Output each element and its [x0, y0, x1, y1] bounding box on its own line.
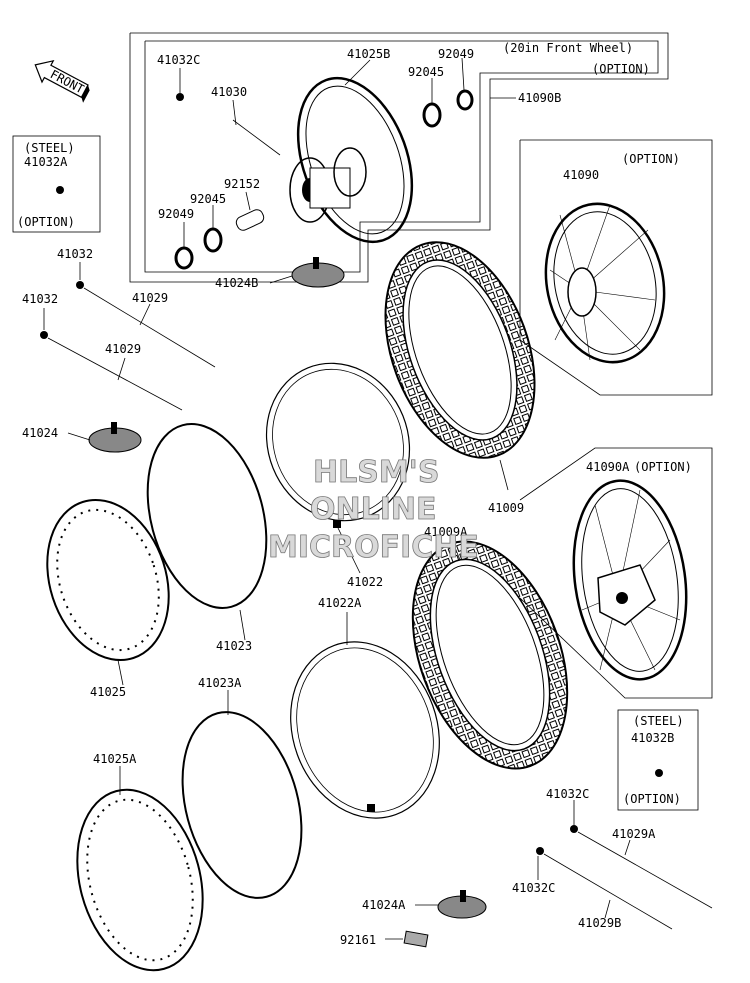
label-41025B: 41025B	[347, 47, 390, 61]
option-box-41090-part: 41090	[563, 168, 599, 182]
rim-band-41023	[146, 423, 268, 609]
tire-41009	[384, 241, 536, 459]
label-41029B: 41029B	[578, 916, 621, 930]
steel-option-box-a	[12, 135, 101, 233]
watermark-line2: ONLINE	[310, 492, 437, 527]
front-arrow-label: FRONT	[48, 67, 86, 96]
bearing-92045-top	[422, 102, 442, 128]
rim-lock-41024B	[291, 257, 345, 288]
steel-box-b-option: (OPTION)	[623, 792, 681, 806]
nipple-41032C-r1	[570, 825, 578, 833]
nipple-41032C	[176, 93, 184, 101]
nipple-41032-a	[76, 281, 84, 289]
label-92045-top: 92045	[408, 65, 444, 79]
label-92049-left: 92049	[158, 207, 194, 221]
label-41029A: 41029A	[612, 827, 656, 841]
label-41032C-top: 41032C	[157, 53, 200, 67]
watermark-line1: HLSM'S	[313, 455, 439, 490]
spoke-41029A	[577, 831, 713, 909]
label-41009: 41009	[488, 501, 524, 515]
option-box-41090-option: (OPTION)	[622, 152, 680, 166]
bearing-92045-left	[203, 227, 223, 253]
label-41022A: 41022A	[318, 596, 362, 610]
label-92161: 92161	[340, 933, 376, 947]
front-wheel-box-option: (OPTION)	[592, 62, 650, 76]
weight-92161	[403, 930, 429, 948]
spoked-wheel-41090A	[572, 479, 688, 681]
rim-lock-41024A	[437, 890, 487, 919]
front-arrow-icon: FRONT	[34, 59, 90, 103]
label-92045-left: 92045	[190, 192, 226, 206]
label-41030: 41030	[211, 85, 247, 99]
nipple-41032A	[56, 186, 64, 194]
front-wheel-box-title: (20in Front Wheel)	[503, 41, 633, 55]
spoke-41029B	[543, 853, 673, 930]
nipple-41032-b	[40, 331, 48, 339]
label-41032C-r2: 41032C	[512, 881, 555, 895]
collar-92152	[235, 209, 265, 231]
steel-box-a-part: 41032A	[24, 155, 68, 169]
option-box-41090	[519, 139, 713, 396]
label-92049-top: 92049	[438, 47, 474, 61]
label-41022: 41022	[347, 575, 383, 589]
label-41023: 41023	[216, 639, 252, 653]
label-41025: 41025	[90, 685, 126, 699]
label-41024B: 41024B	[215, 276, 258, 290]
label-41024A: 41024A	[362, 898, 406, 912]
rim-41025A	[76, 788, 204, 972]
spoke-41029-b	[47, 337, 183, 411]
nipple-41032B	[655, 769, 663, 777]
label-41009A: 41009A	[424, 525, 468, 539]
tire-41009A	[411, 540, 569, 770]
label-41032C-r1: 41032C	[546, 787, 589, 801]
label-41023A: 41023A	[198, 676, 242, 690]
option-box-41090a-option: (OPTION)	[634, 460, 692, 474]
nipple-41032C-r2	[536, 847, 544, 855]
steel-box-b-title: (STEEL)	[633, 714, 684, 728]
rim-lock-41024	[88, 422, 142, 453]
seal-92049-top	[456, 89, 474, 111]
label-41024: 41024	[22, 426, 58, 440]
steel-box-b-part: 41032B	[631, 731, 674, 745]
watermark: HLSM'S ONLINE MICROFICHE	[268, 455, 480, 566]
tube-41022A	[290, 641, 440, 819]
rim-band-41023A	[181, 711, 303, 899]
label-41032-b: 41032	[22, 292, 58, 306]
steel-box-a-option: (OPTION)	[17, 215, 75, 229]
rim-41025B	[296, 76, 414, 244]
label-41032-a: 41032	[57, 247, 93, 261]
front-wheel-option-box	[129, 32, 669, 283]
steel-box-a-title: (STEEL)	[24, 141, 75, 155]
spoked-wheel-41090	[544, 202, 666, 364]
label-41025A: 41025A	[93, 752, 137, 766]
seal-92049-left	[174, 246, 194, 270]
label-92152: 92152	[224, 177, 260, 191]
label-41090B: 41090B	[518, 91, 561, 105]
tube-41022	[265, 362, 411, 528]
option-box-41090a	[519, 447, 713, 699]
rim-41025	[46, 498, 170, 662]
watermark-line3: MICROFICHE	[268, 530, 479, 565]
label-41029-a: 41029	[132, 291, 168, 305]
hub	[289, 147, 367, 223]
spoke-41029-a	[83, 287, 216, 368]
steel-option-box-b	[617, 709, 699, 811]
label-41029-b: 41029	[105, 342, 141, 356]
option-box-41090a-part: 41090A	[586, 460, 630, 474]
